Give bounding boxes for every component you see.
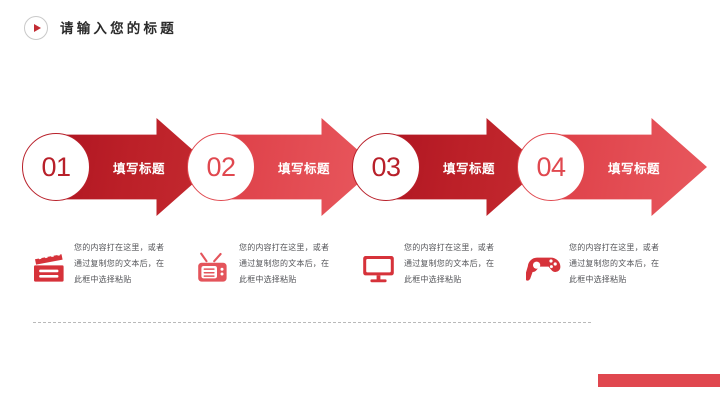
- process-step-3[interactable]: 填写标题 03: [352, 118, 542, 216]
- content-text-1-line2: 通过复制您的文本后，在: [74, 259, 165, 268]
- step-label-1: 填写标题: [112, 161, 165, 176]
- step-number-2: 02: [206, 151, 236, 182]
- step-label-3: 填写标题: [442, 161, 495, 176]
- content-block-1: 您的内容打在这里，或者 通过复制您的文本后，在 此框中选择粘贴: [22, 240, 197, 302]
- content-block-2: 您的内容打在这里，或者 通过复制您的文本后，在 此框中选择粘贴: [187, 240, 362, 302]
- play-icon: [24, 16, 48, 40]
- content-block-4: 您的内容打在这里，或者 通过复制您的文本后，在 此框中选择粘贴: [517, 240, 692, 302]
- process-arrow-row: 填写标题 01 填写标题 02 填写标题 03 填写标题 04: [0, 118, 720, 216]
- clapperboard-icon: [30, 248, 68, 288]
- process-step-1[interactable]: 填写标题 01: [22, 118, 212, 216]
- content-text-2-line3: 此框中选择粘贴: [239, 275, 297, 284]
- content-text-4-line3: 此框中选择粘贴: [569, 275, 627, 284]
- step-number-circle-1: 01: [22, 133, 90, 201]
- play-triangle-icon: [33, 24, 41, 32]
- monitor-icon: [360, 248, 398, 288]
- step-number-circle-3: 03: [352, 133, 420, 201]
- content-block-3: 您的内容打在这里，或者 通过复制您的文本后，在 此框中选择粘贴: [352, 240, 527, 302]
- process-step-2[interactable]: 填写标题 02: [187, 118, 377, 216]
- step-number-circle-4: 04: [517, 133, 585, 201]
- content-text-4-line2: 通过复制您的文本后，在: [569, 259, 660, 268]
- slide-header: 请输入您的标题: [0, 0, 720, 56]
- television-icon: [195, 248, 233, 288]
- content-text-3-line2: 通过复制您的文本后，在: [404, 259, 495, 268]
- step-number-4: 04: [536, 151, 566, 182]
- step-number-circle-2: 02: [187, 133, 255, 201]
- dashed-divider: [33, 322, 591, 323]
- gamepad-icon: [525, 248, 563, 288]
- content-row: 您的内容打在这里，或者 通过复制您的文本后，在 此框中选择粘贴 您的内容打在: [0, 240, 720, 302]
- content-text-1-line1: 您的内容打在这里，或者: [74, 243, 165, 252]
- content-text-2: 您的内容打在这里，或者 通过复制您的文本后，在 此框中选择粘贴: [239, 240, 357, 288]
- content-text-2-line1: 您的内容打在这里，或者: [239, 243, 330, 252]
- process-step-4[interactable]: 填写标题 04: [517, 118, 707, 216]
- content-text-1-line3: 此框中选择粘贴: [74, 275, 132, 284]
- content-text-3-line1: 您的内容打在这里，或者: [404, 243, 495, 252]
- footer-accent-bar: [598, 374, 720, 387]
- step-number-1: 01: [41, 151, 71, 182]
- content-text-3-line3: 此框中选择粘贴: [404, 275, 462, 284]
- step-label-4: 填写标题: [607, 161, 660, 176]
- content-text-2-line2: 通过复制您的文本后，在: [239, 259, 330, 268]
- content-text-3: 您的内容打在这里，或者 通过复制您的文本后，在 此框中选择粘贴: [404, 240, 522, 288]
- page-title: 请输入您的标题: [60, 21, 177, 36]
- step-number-3: 03: [371, 151, 401, 182]
- content-text-4: 您的内容打在这里，或者 通过复制您的文本后，在 此框中选择粘贴: [569, 240, 687, 288]
- content-text-1: 您的内容打在这里，或者 通过复制您的文本后，在 此框中选择粘贴: [74, 240, 192, 288]
- step-label-2: 填写标题: [277, 161, 330, 176]
- content-text-4-line1: 您的内容打在这里，或者: [569, 243, 660, 252]
